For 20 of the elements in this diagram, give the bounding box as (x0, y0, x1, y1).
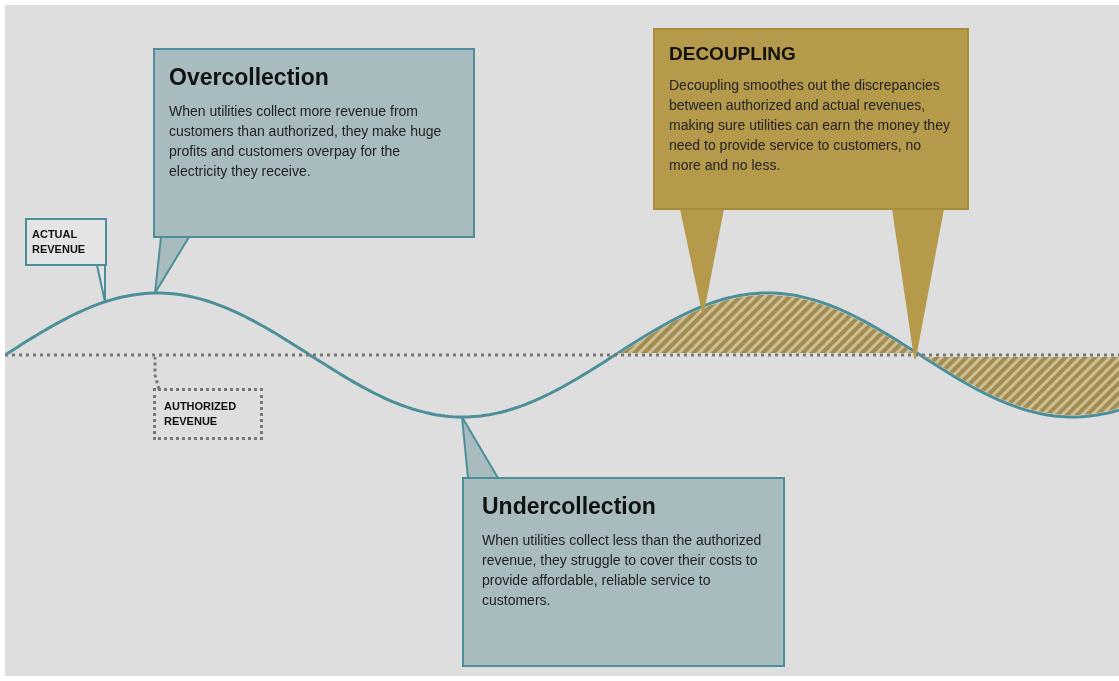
callout-heading: DECOUPLING (669, 42, 797, 65)
label-box (25, 218, 107, 266)
callout-heading: Overcollection (169, 64, 330, 91)
callout-body-text: When utilities collect less than the authorized revenue, they struggle to cover their costs to provide affordable, reliable service to customers. (482, 531, 763, 610)
callout-box (653, 28, 969, 210)
leader-line (154, 236, 190, 294)
leader-line (892, 208, 944, 359)
label-text: ACTUAL REVENUE (32, 227, 87, 257)
wave-curve (5, 291, 1119, 419)
callout-box (462, 477, 785, 667)
leader-line (153, 357, 161, 390)
label-text: AUTHORIZED REVENUE (164, 399, 238, 429)
callout-box (153, 48, 475, 238)
callout-body-text: Decoupling smoothes out the discrepancies between authorized and actual revenues, making sure utilities can earn the money they need to provide service to customers, no more and no less. (669, 76, 951, 175)
callout-heading: Undercollection (482, 493, 657, 520)
leader-line (680, 208, 724, 314)
leader-line (461, 416, 499, 479)
label-box (153, 388, 263, 440)
callout-body-text: When utilities collect more revenue from customers than authorized, they make huge profits and customers overpay for the electricity they receive. (169, 102, 443, 181)
leader-line (96, 264, 106, 303)
